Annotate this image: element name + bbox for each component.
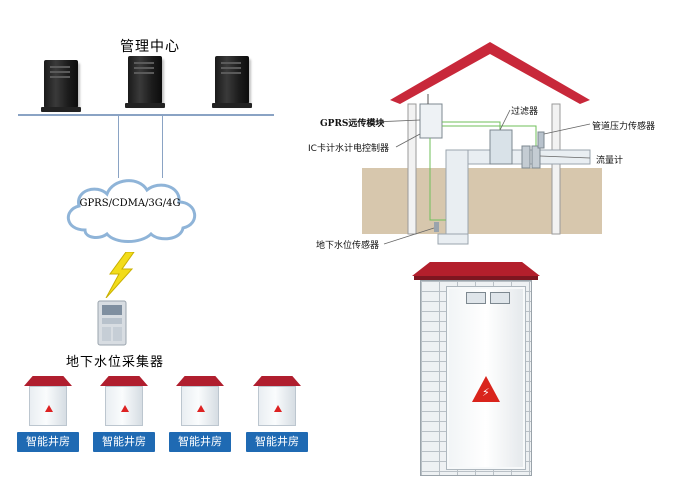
server-icon — [125, 56, 165, 108]
callout-filter: 过滤器 — [511, 107, 539, 117]
network-label: GPRS/CDMA/3G/4G — [79, 198, 181, 209]
callout-ic-controller: IC卡计水计电控制器 — [308, 144, 389, 154]
well-house-label: 智能井房 — [17, 432, 79, 452]
collector-label: 地下水位采集器 — [65, 355, 164, 370]
well-house-icon — [176, 376, 224, 426]
collector-device-icon — [97, 300, 127, 346]
uplink-line — [162, 115, 163, 178]
callout-gprs-module: GPRS远传模块 — [320, 119, 385, 129]
network-bus-line — [18, 114, 274, 116]
meter-window — [466, 292, 486, 304]
server-icon — [212, 56, 252, 108]
uplink-line — [118, 115, 119, 178]
well-house-icon — [253, 376, 301, 426]
diagram-title: 管理中心 — [120, 39, 180, 55]
callout-flow-meter: 流量计 — [596, 156, 624, 166]
well-cutaway-schematic — [362, 42, 602, 245]
well-house-label: 智能井房 — [93, 432, 155, 452]
well-house-icon — [100, 376, 148, 426]
well-house-roof-edge — [414, 276, 538, 280]
well-house-roof — [412, 262, 540, 276]
well-house-label: 智能井房 — [246, 432, 308, 452]
callout-pressure-sensor: 管道压力传感器 — [592, 122, 656, 132]
well-house-icon — [24, 376, 72, 426]
warning-bolt-glyph: ⚡ — [482, 386, 490, 399]
meter-window — [490, 292, 510, 304]
lightning-icon — [105, 252, 135, 298]
callout-water-level-sensor: 地下水位传感器 — [316, 241, 380, 251]
cloud-icon — [67, 179, 196, 243]
well-house-label: 智能井房 — [169, 432, 231, 452]
server-icon — [41, 60, 81, 112]
